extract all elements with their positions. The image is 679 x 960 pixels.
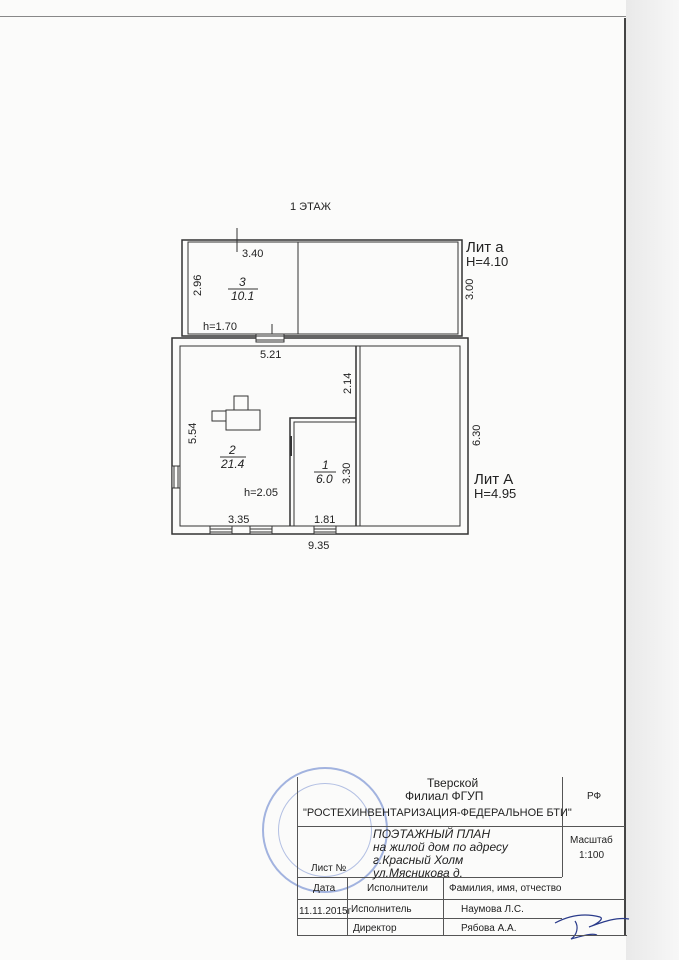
dim-3-00: 3.00 [464,278,476,300]
dim-3-35: 3.35 [228,514,250,526]
room-1-number: 1 [322,458,329,472]
main-house-outline [171,337,469,535]
main-house-inner [179,345,461,527]
room-1-area: 6.0 [316,472,333,486]
top-border-line [0,16,626,17]
scale-value: 1:100 [579,850,605,861]
date-label: Дата [313,883,336,894]
dim-1-81: 1.81 [314,514,336,526]
page-edge-shadow [626,0,679,960]
doc-line-2: на жилой дом по адресу [373,840,508,854]
annex-outline [181,239,463,337]
dim-h-2-05: h=2.05 [244,487,278,499]
frame-right-border [624,18,626,936]
executors-label: Исполнители [367,883,429,894]
room-2-area: 21.4 [221,457,245,471]
dim-3-30: 3.30 [341,462,353,484]
doc-title: ПОЭТАЖНЫЙ ПЛАН [373,827,491,841]
bottom-border-line [297,935,627,936]
annex-room-outline [297,241,459,335]
room-3-area: 10.1 [231,289,255,303]
dim-9-35: 9.35 [308,540,330,552]
director-name: Рябова А.А. [461,923,517,934]
scale-label: Масштаб [570,835,613,846]
org-line-3: "РОСТЕХИНВЕНТАРИЗАЦИЯ-ФЕДЕРАЛЬНОЕ БТИ" [303,807,572,819]
doc-line-3: г.Красный Холм [373,853,464,867]
room-3-number: 3 [239,275,246,289]
dim-5-21: 5.21 [260,349,282,361]
lit-a-height: Н=4.10 [466,254,509,269]
rf-label: РФ [587,791,602,802]
floor-title: 1 ЭТАЖ [290,201,331,213]
room-2-number: 2 [229,443,236,457]
bti-seal-stamp [262,767,388,893]
director-role: Директор [353,923,397,934]
executor-role: Исполнитель [351,904,412,915]
executor-name: Наумова Л.С. [461,904,524,915]
dim-h-1-70: h=1.70 [203,321,237,333]
signature [554,914,630,940]
sheet-label: Лист № [311,863,347,874]
doc-line-4: ул.Мясникова д. [373,866,463,880]
title-block: Тверской Филиал ФГУП "РОСТЕХИНВЕНТАРИЗАЦ… [297,777,625,936]
dim-6-30: 6.30 [471,424,483,446]
org-line-2: Филиал ФГУП [405,789,484,803]
lit-a-label: Лит а [466,239,504,256]
lit-A-height: Н=4.95 [474,486,517,501]
date-value: 11.11.2015г [299,906,352,917]
lit-A-label: Лит А [474,471,514,488]
dim-5-54: 5.54 [187,422,199,444]
dim-2-96: 2.96 [192,274,204,296]
dim-3-40: 3.40 [242,248,264,260]
dim-2-14: 2.14 [342,372,354,394]
org-line-1: Тверской [427,776,479,790]
fio-label: Фамилия, имя, отчество [449,883,562,894]
room-1-wall [289,417,356,526]
